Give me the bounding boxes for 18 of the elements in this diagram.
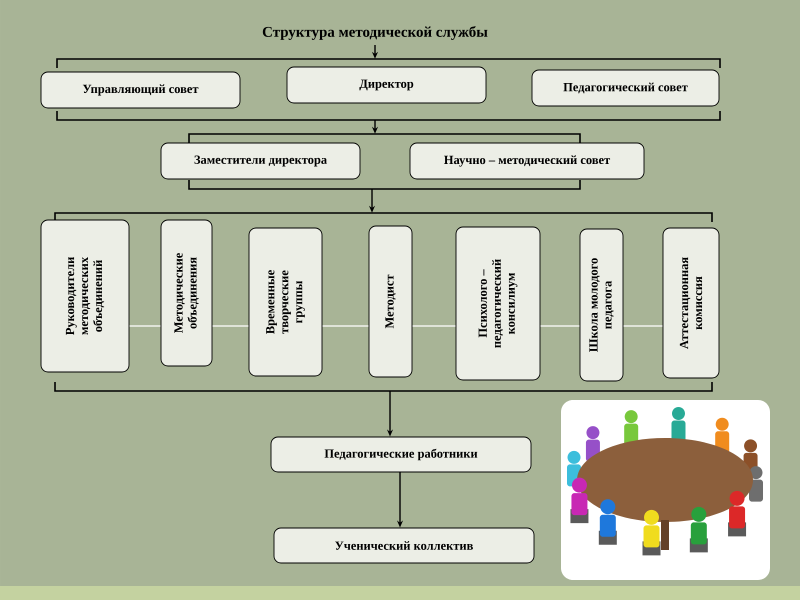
process-box: Заместители директора xyxy=(160,142,360,180)
process-box: Научно – методический совет xyxy=(410,142,644,180)
group-box: Аттестационная комиссия xyxy=(662,228,720,378)
group-box: Методист xyxy=(368,226,412,378)
bracket xyxy=(188,133,581,190)
process-box: Педагогический совет xyxy=(532,70,720,106)
group-box: Временные творческие группы xyxy=(248,228,322,376)
process-box: Ученический коллектив xyxy=(274,528,534,564)
group-box: Школа молодого педагога xyxy=(580,228,624,382)
group-box: Психолого – педагогический консилиум xyxy=(456,226,540,380)
process-box: Управляющий совет xyxy=(40,72,240,108)
process-box: Педагогические работники xyxy=(270,436,532,472)
group-box: Руководители методических объединений xyxy=(40,220,130,372)
bracket xyxy=(56,58,721,121)
bracket xyxy=(54,212,713,392)
process-box: Директор xyxy=(286,66,486,104)
group-box: Методические объединения xyxy=(160,220,212,366)
title: Структура методической службы xyxy=(262,26,488,40)
